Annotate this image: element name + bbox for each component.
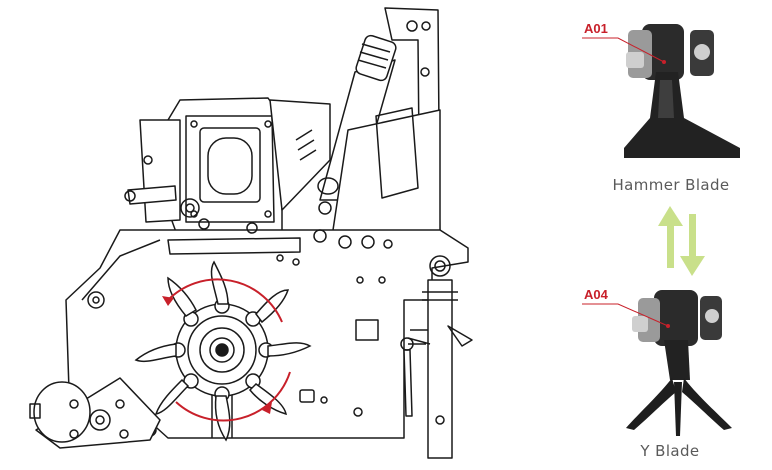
hammer-blade-image [582, 24, 740, 158]
rotation-arrow-icon [162, 278, 291, 422]
rotor-with-blades [134, 260, 312, 442]
tiller-machine-drawing [29, 7, 473, 459]
hammer-blade-caption: Hammer Blade [612, 176, 730, 194]
y-blade-image [582, 290, 732, 436]
y-blade-code: A04 [584, 287, 609, 302]
y-blade-caption: Y Blade [640, 442, 700, 460]
swap-arrows-icon [658, 206, 705, 276]
hammer-blade-code: A01 [584, 21, 608, 36]
